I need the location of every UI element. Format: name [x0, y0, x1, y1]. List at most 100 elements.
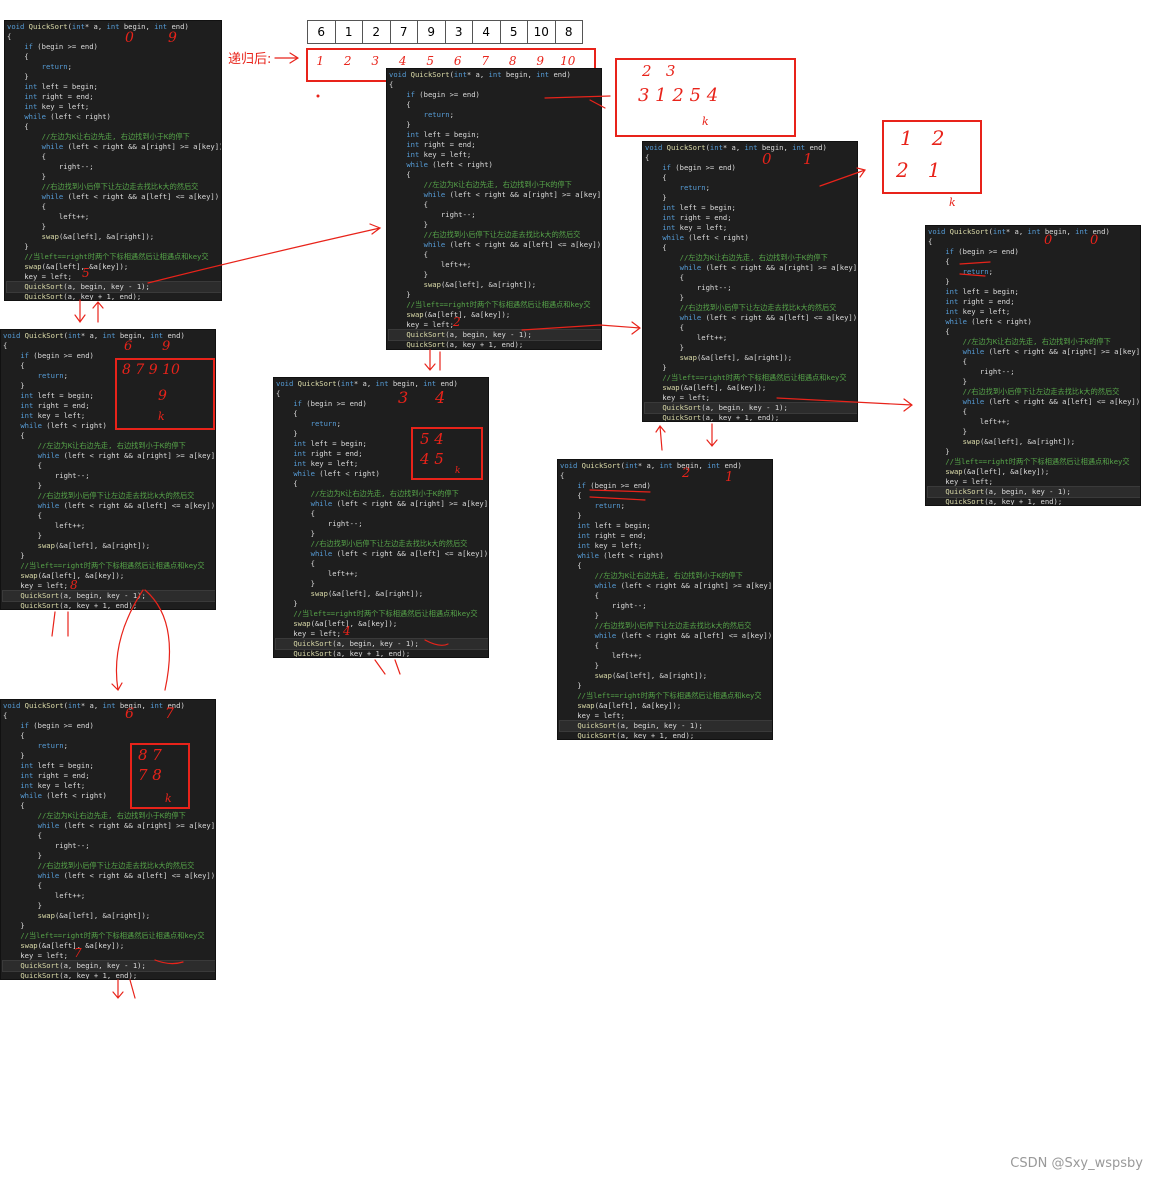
code-line: key = left; — [560, 711, 625, 720]
code-line: { — [7, 32, 12, 41]
code-line: swap(&a[left], &a[right]); — [962, 437, 1076, 446]
code-line: QuickSort(a, key + 1, end); — [662, 413, 780, 422]
code-line: { — [7, 202, 46, 211]
code-line: left++; — [928, 417, 1011, 426]
code-line: if (begin >= end) — [662, 163, 736, 172]
code-line: void QuickSort(int* a, int begin, int en… — [3, 331, 185, 340]
array-cell: 6 — [307, 20, 336, 44]
code-line: int key = left; — [24, 102, 90, 111]
array-cell: 8 — [508, 54, 517, 68]
code-line: swap(&a[left], &a[key]); — [945, 467, 1050, 476]
code-line: QuickSort(a, begin, key - 1); — [388, 329, 601, 341]
p1-begin: 0 — [125, 30, 134, 46]
code-line: //左边为K让右边先走, 右边找到小于K的停下 — [423, 180, 572, 189]
code-line: } — [560, 661, 599, 670]
p8-begin: 0 — [1044, 233, 1053, 248]
array-cell: 3 — [371, 54, 380, 68]
code-line: QuickSort(a, begin, key - 1); — [275, 638, 488, 650]
code-line: int left = begin; — [662, 203, 736, 212]
code-line: { — [3, 711, 8, 720]
code-line: { — [3, 831, 42, 840]
array-cell: 10 — [560, 54, 576, 68]
box12-row1: 1 2 — [900, 126, 945, 150]
code-line: QuickSort(a, begin, key - 1); — [927, 486, 1140, 498]
code-line: swap(&a[left], &a[key]); — [577, 701, 682, 710]
box-partition-p5 — [411, 427, 483, 480]
code-line: { — [276, 389, 281, 398]
code-line: if (begin >= end) — [406, 90, 480, 99]
box-partition-312 — [615, 58, 796, 137]
code-line: swap(&a[left], &a[key]); — [406, 310, 511, 319]
code-line: if (begin >= end) — [24, 42, 98, 51]
code-line: //右边找到小后停下让左边走去找比k大的然后交 — [37, 491, 195, 500]
box-partition-p2 — [115, 358, 215, 430]
code-line: while (left < right && a[right] >= a[key… — [310, 499, 489, 508]
code-line: return; — [41, 62, 72, 71]
code-line: if (begin >= end) — [20, 721, 94, 730]
code-line: int key = left; — [20, 411, 86, 420]
array-cell: 5 — [426, 54, 435, 68]
code-line: while (left < right && a[right] >= a[key… — [594, 581, 773, 590]
code-line: { — [276, 409, 298, 418]
code-line: if (begin >= end) — [577, 481, 651, 490]
array-cell: 2 — [343, 54, 352, 68]
p1-end: 9 — [168, 30, 177, 46]
code-line: { — [7, 52, 29, 61]
code-line: key = left; — [389, 320, 454, 329]
code-line: { — [645, 243, 667, 252]
code-line: { — [276, 559, 315, 568]
code-line: //当left==right时两个下标相遇然后让相遇点和key交 — [20, 931, 205, 940]
code-line: } — [3, 381, 25, 390]
code-line: left++; — [7, 212, 90, 221]
code-line: int key = left; — [20, 781, 86, 790]
code-line: } — [645, 293, 684, 302]
code-line: right--; — [389, 210, 476, 219]
code-line: { — [276, 479, 298, 488]
code-line: } — [645, 343, 684, 352]
box12-row2: 2 1 — [896, 158, 941, 182]
code-line: } — [928, 447, 950, 456]
code-line: while (left < right && a[left] <= a[key]… — [962, 397, 1141, 406]
code-line: while (left < right && a[right] >= a[key… — [37, 451, 216, 460]
code-line: } — [3, 481, 42, 490]
code-line: while (left < right && a[right] >= a[key… — [37, 821, 216, 830]
code-line: while (left < right && a[left] <= a[key]… — [37, 501, 216, 510]
p5-box-row3: k — [455, 466, 461, 476]
code-line: QuickSort(a, key + 1, end); — [20, 601, 138, 610]
code-line: //当left==right时两个下标相遇然后让相遇点和key交 — [24, 252, 209, 261]
code-line: QuickSort(a, key + 1, end); — [577, 731, 695, 740]
p4-key: 2 — [453, 315, 461, 329]
code-line: void QuickSort(int* a, int begin, int en… — [7, 22, 189, 31]
code-line: swap(&a[left], &a[key]); — [20, 571, 125, 580]
code-line: } — [3, 751, 25, 760]
code-line: swap(&a[left], &a[right]); — [37, 541, 151, 550]
code-line: swap(&a[left], &a[right]); — [41, 232, 155, 241]
code-line: { — [560, 491, 582, 500]
p2-box-row2: 9 — [158, 388, 167, 404]
code-line: int left = begin; — [945, 287, 1019, 296]
p1-key: 5 — [82, 266, 90, 280]
code-line: { — [560, 561, 582, 570]
code-panel-8: void QuickSort(int* a, int begin, int en… — [925, 225, 1141, 506]
p2-begin: 6 — [124, 339, 133, 354]
code-line: while (left < right && a[left] <= a[key]… — [37, 871, 216, 880]
array-cell: 1 — [334, 20, 363, 44]
code-line: //当left==right时两个下标相遇然后让相遇点和key交 — [945, 457, 1130, 466]
p3-key: 7 — [74, 946, 82, 960]
p5-box-row2: 4 5 — [420, 450, 444, 468]
code-line: { — [928, 327, 950, 336]
code-line: //右边找到小后停下让左边走去找比k大的然后交 — [962, 387, 1120, 396]
p5-box-row1: 5 4 — [420, 430, 444, 448]
code-line: //左边为K让右边先走, 右边找到小于K的停下 — [37, 441, 186, 450]
code-line: } — [3, 901, 42, 910]
code-line: return; — [37, 371, 68, 380]
code-line: //当left==right时两个下标相遇然后让相遇点和key交 — [20, 561, 205, 570]
array-cell: 6 — [453, 54, 462, 68]
code-line: //右边找到小后停下让左边走去找比k大的然后交 — [679, 303, 837, 312]
code-line: int right = end; — [577, 531, 647, 540]
code-line: } — [276, 579, 315, 588]
code-line: QuickSort(a, key + 1, end); — [945, 497, 1063, 506]
code-line: QuickSort(a, key + 1, end); — [20, 971, 138, 980]
recursion-label: 递归后: — [228, 52, 272, 67]
code-line: //当left==right时两个下标相遇然后让相遇点和key交 — [406, 300, 591, 309]
